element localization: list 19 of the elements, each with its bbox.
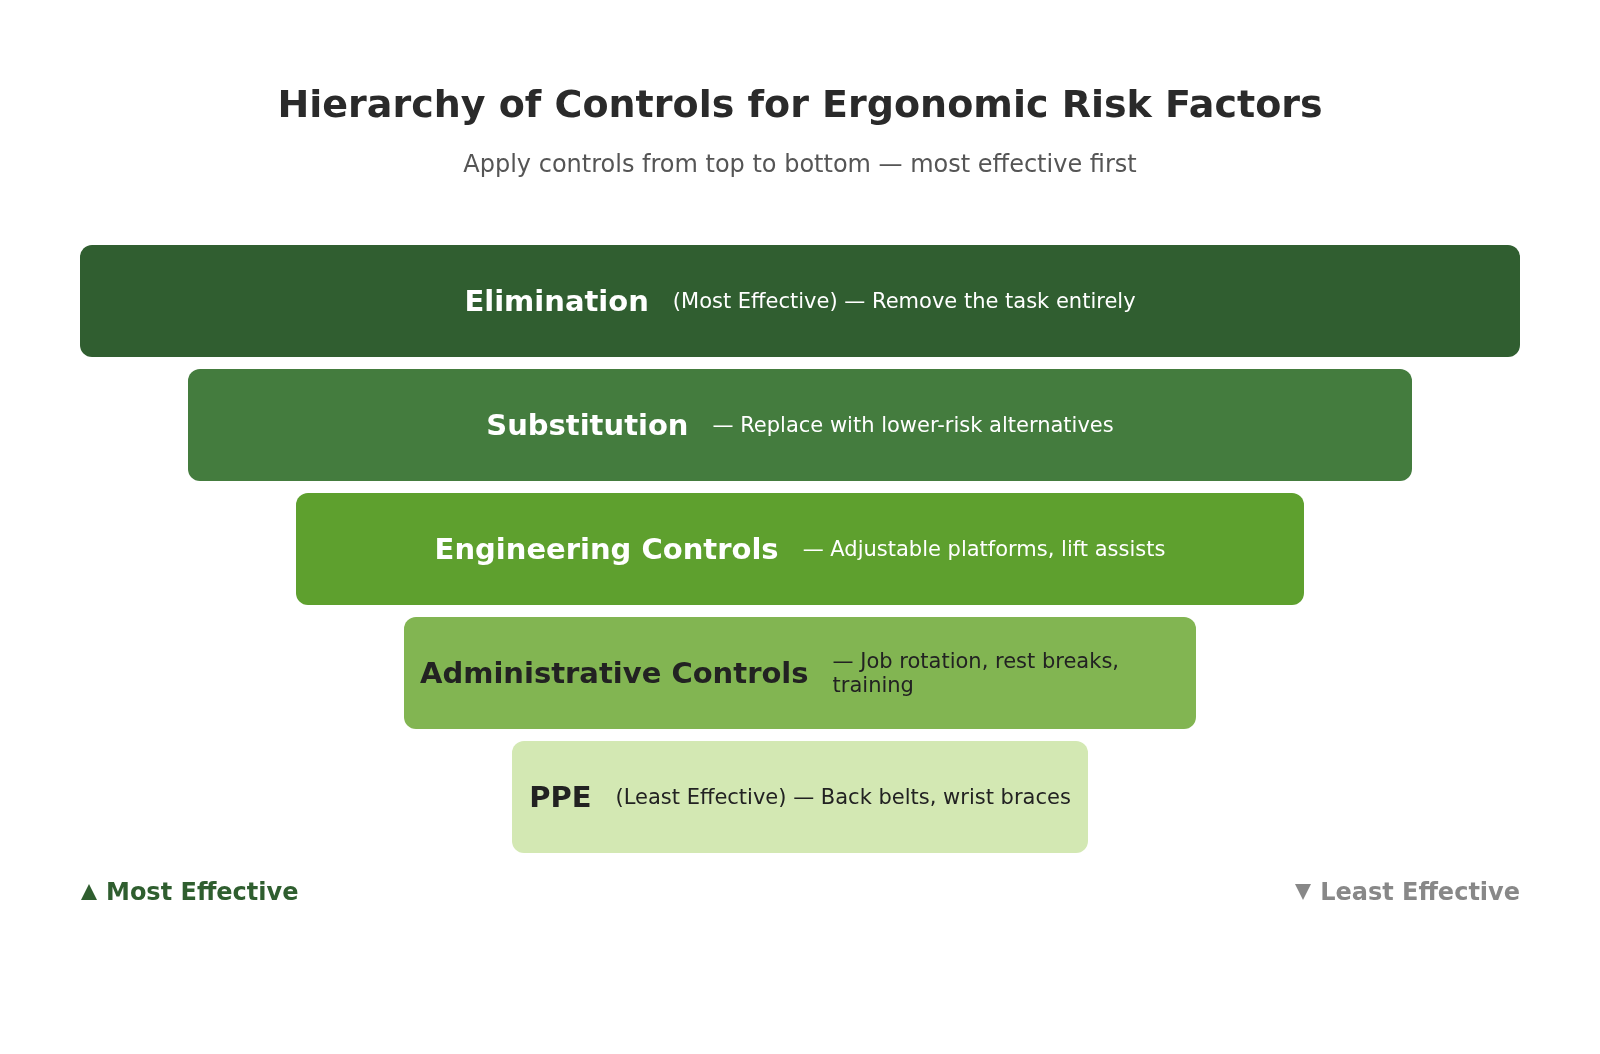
hierarchy-band [188, 369, 1412, 481]
scale-end-label: Least Effective [1320, 878, 1520, 906]
subtitle: Apply controls from top to bottom — most effective first [462, 150, 1138, 178]
hierarchy-band [404, 617, 1196, 729]
control-description: — Replace with lower-risk alternatives [712, 413, 1114, 437]
control-description: (Least Effective) — Back belts, wrist braces [615, 785, 1071, 809]
control-description: — Job rotation, rest breaks, training [832, 649, 1120, 697]
hierarchy-band [512, 741, 1088, 853]
control-level-name: Substitution [486, 408, 689, 442]
hierarchy-band [296, 493, 1304, 605]
control-description: — Adjustable platforms, lift assists [802, 537, 1166, 561]
control-level-name: Elimination [464, 284, 649, 318]
control-level-name: Engineering Controls [434, 532, 779, 566]
scale-end-label: Most Effective [106, 878, 299, 906]
title: Hierarchy of Controls for Ergonomic Risk Factors [276, 82, 1324, 126]
control-level-name: PPE [529, 780, 592, 814]
control-description: (Most Effective) — Remove the task entirely [672, 289, 1136, 313]
control-level-name: Administrative Controls [420, 656, 809, 690]
hierarchy-band [80, 245, 1520, 357]
